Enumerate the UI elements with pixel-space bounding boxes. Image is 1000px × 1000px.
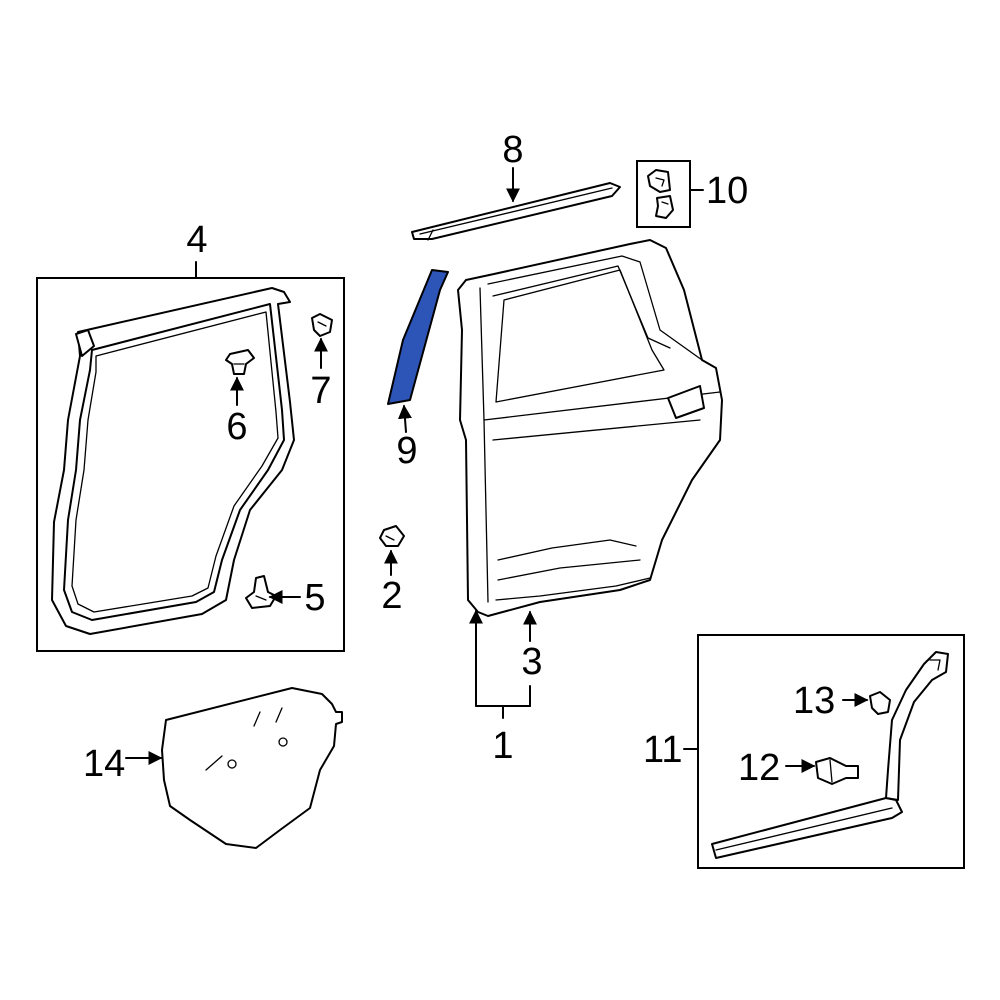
part-10-box xyxy=(636,160,691,228)
label-2: 2 xyxy=(381,575,402,617)
part-5-clip[interactable] xyxy=(245,575,277,609)
label-6: 6 xyxy=(226,406,247,448)
part-1-door-assembly[interactable] xyxy=(457,239,723,617)
part-7-clip[interactable] xyxy=(311,313,333,337)
label-8: 8 xyxy=(502,129,523,171)
label-3: 3 xyxy=(521,641,542,683)
part-10-clips[interactable] xyxy=(647,169,674,219)
label-11: 11 xyxy=(643,729,682,771)
part-11-rocker-molding[interactable] xyxy=(711,651,949,859)
part-13-clip[interactable] xyxy=(869,691,891,715)
part-14-water-shield[interactable] xyxy=(161,687,343,849)
label-10: 10 xyxy=(706,170,748,212)
part-4-box xyxy=(36,277,345,652)
part-12-fastener[interactable] xyxy=(815,757,859,785)
label-12: 12 xyxy=(738,747,780,789)
part-6-clip[interactable] xyxy=(225,349,255,375)
label-9: 9 xyxy=(396,430,417,472)
label-4: 4 xyxy=(186,219,207,261)
label-7: 7 xyxy=(310,370,331,412)
label-14: 14 xyxy=(83,743,125,785)
part-8-belt-molding[interactable] xyxy=(411,182,621,241)
label-5: 5 xyxy=(304,577,325,619)
part-9-pillar-garnish[interactable] xyxy=(387,269,449,405)
label-1: 1 xyxy=(492,725,513,767)
label-13: 13 xyxy=(793,680,835,722)
part-11-box xyxy=(697,634,965,869)
part-2-plug[interactable] xyxy=(379,525,405,547)
arrow-9 xyxy=(397,404,412,433)
